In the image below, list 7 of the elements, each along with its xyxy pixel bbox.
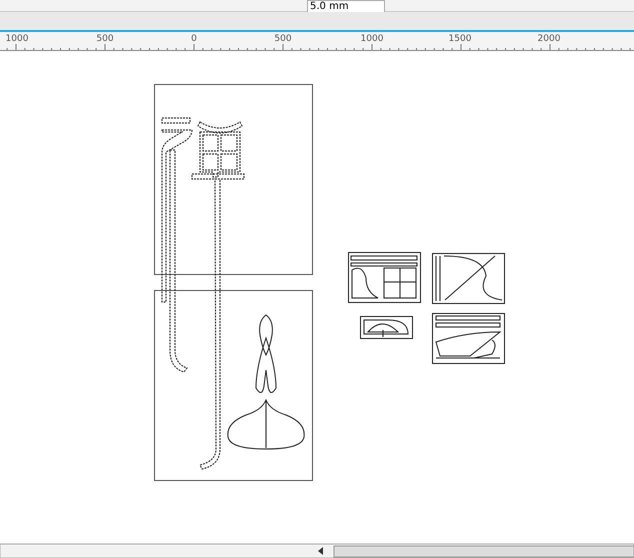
ruler-number: 1500 [448,34,472,44]
ruler-number: 2000 [536,34,562,44]
ruler-number: 1000 [4,34,30,44]
ruler-number: 1000 [360,34,384,44]
ruler-number: 500 [95,34,115,44]
ruler-number: 0 [190,34,198,44]
ruler-number: 500 [273,34,293,44]
